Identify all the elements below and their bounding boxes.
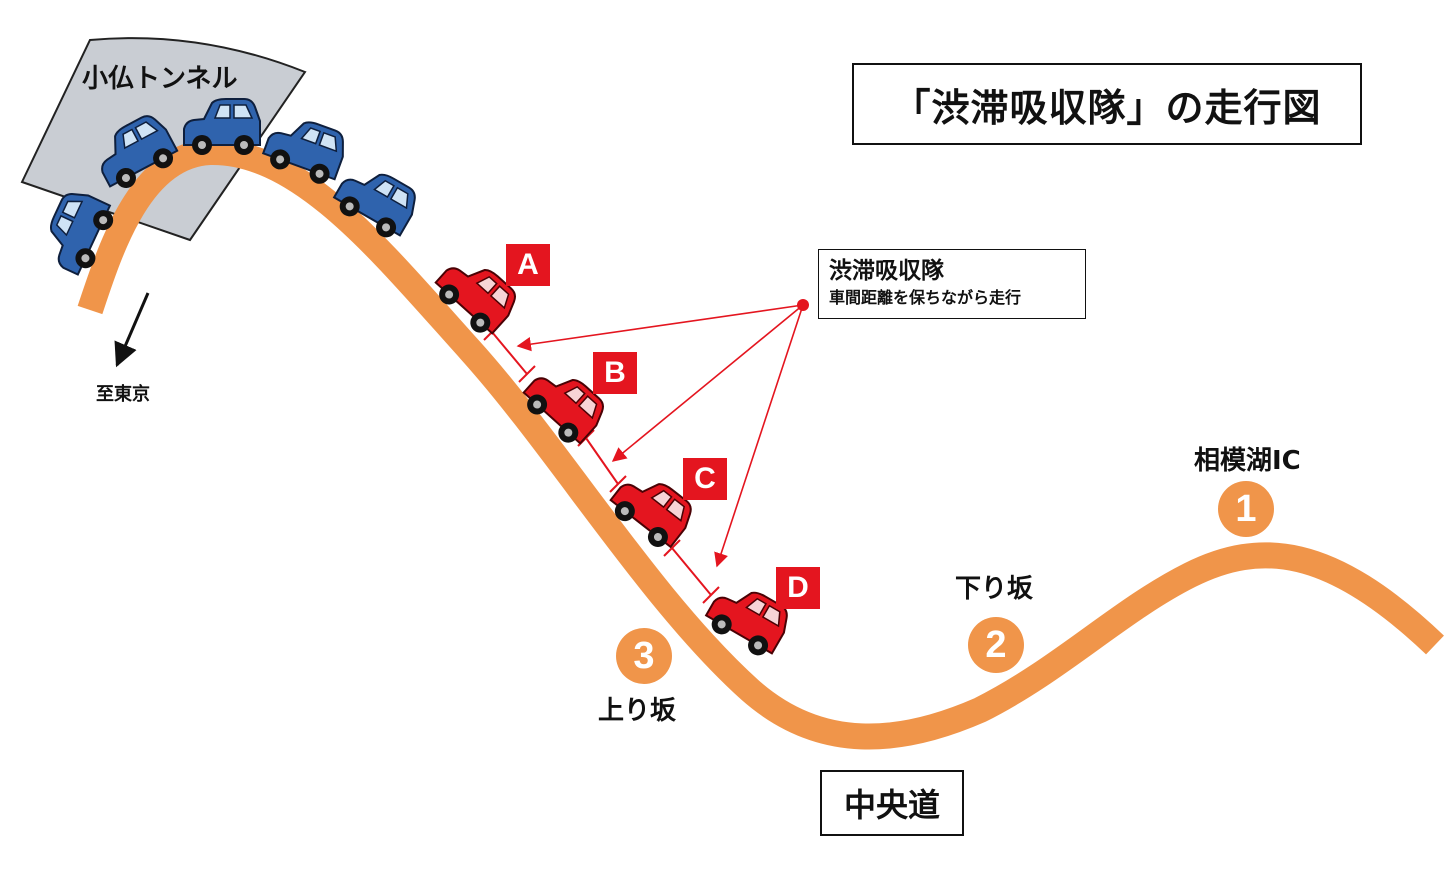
road-name: 中央道 xyxy=(820,770,964,836)
direction-arrow xyxy=(114,292,150,368)
marker-2: 2 xyxy=(968,617,1024,673)
pointer-lines xyxy=(516,304,804,568)
pointer-dot xyxy=(797,299,809,311)
legend-box: 渋滞吸収隊 車間距離を保ちながら走行 xyxy=(818,249,1086,319)
spacing-bracket xyxy=(663,539,720,604)
direction-label: 至東京 xyxy=(96,384,150,405)
uphill-label: 上り坂 xyxy=(598,696,677,726)
road xyxy=(77,138,1444,750)
ic-label: 相模湖IC xyxy=(1194,446,1301,476)
squad-label-b: B xyxy=(593,352,637,394)
legend-title: 渋滞吸収隊 xyxy=(829,258,944,284)
squad-label-a: A xyxy=(506,244,550,286)
tunnel-label: 小仏トンネル xyxy=(82,64,238,94)
squad-label-c: C xyxy=(683,458,727,500)
diagram-title: 「渋滞吸収隊」の走行図 xyxy=(852,63,1362,145)
marker-3: 3 xyxy=(616,628,672,684)
squad-label-d: D xyxy=(776,567,820,609)
marker-1: 1 xyxy=(1218,481,1274,537)
legend-subtitle: 車間距離を保ちながら走行 xyxy=(829,288,1022,307)
downhill-label: 下り坂 xyxy=(955,574,1034,604)
